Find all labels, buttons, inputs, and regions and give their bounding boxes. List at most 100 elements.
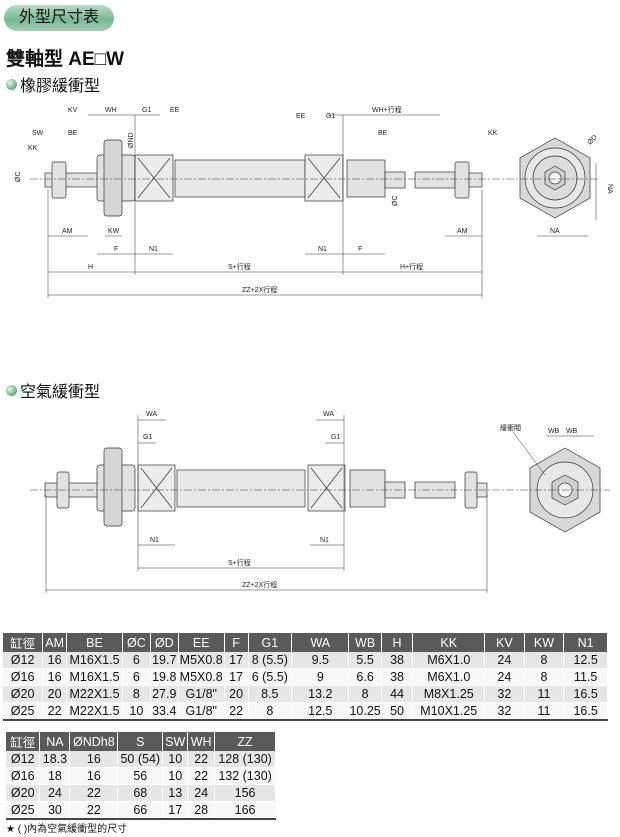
column-header: G1 [248, 633, 293, 652]
section-title: 空氣緩衝型 [20, 384, 101, 401]
dim-label: ØD [586, 134, 598, 146]
table-cell: M22X1.5 [66, 702, 123, 721]
table-cell: 10 [122, 702, 151, 721]
table-cell: 38 [381, 668, 414, 686]
table-cell: 11 [524, 685, 565, 703]
table-cell: 22 [187, 767, 216, 785]
dim-label: KV [68, 107, 78, 114]
table-cell: 38 [381, 652, 414, 669]
column-header: S [117, 732, 164, 751]
table-cell: 8 (5.5) [248, 652, 293, 669]
table-cell: 6 [122, 668, 151, 686]
table-cell: 16 [42, 668, 68, 686]
table-cell: M5X0.8 [178, 652, 225, 669]
table-cell: 6 (5.5) [248, 668, 293, 686]
dim-label: H+行程 [400, 262, 423, 271]
table-cell: 32 [484, 702, 525, 721]
dim-label: WB [548, 428, 560, 435]
table-cell: 5.5 [348, 652, 382, 669]
dim-label: F [114, 246, 118, 253]
table-cell: Ø12 [6, 751, 41, 768]
dim-label: ØND [128, 132, 135, 148]
column-header: AM [42, 633, 68, 652]
table-cell: 50 [381, 702, 414, 721]
drawing-air-cushion: WA G1 WA G1 N1 N1 S+行程 ZZ+2X行程 緩衝閥 WB WB [30, 411, 610, 593]
dim-label: ØC [15, 172, 22, 183]
table-cell: 20 [224, 685, 249, 703]
table-cell: Ø25 [6, 801, 41, 820]
table-cell: M5X0.8 [178, 668, 225, 686]
dim-label: WB [566, 428, 578, 435]
table-cell: M10X1.25 [412, 702, 486, 721]
section-rubber-cushion: 橡膠緩衝型 [6, 72, 100, 96]
table-cell: 10.25 [348, 702, 382, 721]
table-cell: 16 [42, 652, 68, 669]
table-cell: 66 [117, 801, 164, 820]
table-cell: M16X1.5 [66, 652, 123, 669]
table-cell: 16 [69, 767, 119, 785]
table-cell: 8 [524, 652, 565, 669]
dim-label: EE [170, 107, 180, 114]
table-cell: 11.5 [563, 668, 608, 686]
table-cell: 6.6 [348, 668, 382, 686]
section-title: 橡膠緩衝型 [20, 78, 101, 95]
dim-label: KK [488, 130, 498, 137]
table-cell: 9.5 [291, 652, 350, 669]
table-cell: 27.9 [150, 685, 179, 703]
table-cell: 24 [484, 652, 525, 669]
table-cell: Ø20 [3, 685, 44, 703]
table-cell: 22 [42, 702, 68, 721]
table-cell: 12.5 [563, 652, 608, 669]
dim-label: BE [378, 130, 388, 137]
dim-label: KK [28, 145, 38, 152]
dim-label: WA [146, 411, 157, 418]
dim-label: N1 [320, 537, 329, 544]
table-cell: 128 (130) [214, 751, 276, 768]
column-header: SW [162, 732, 189, 751]
cushion-valve-label: 緩衝閥 [500, 423, 521, 432]
table-cell: 166 [214, 801, 276, 820]
footnote: ★ ( )內為空氣緩衝型的尺寸 [6, 824, 128, 835]
drawing-rubber-cushion: KV WH G1 EE SW BE KK ØC ØND EE G1 WH+行程 … [15, 105, 613, 298]
table-cell: Ø25 [3, 702, 44, 721]
table-cell: 20 [42, 685, 68, 703]
column-header: NA [39, 732, 71, 751]
table-cell: 44 [381, 685, 414, 703]
dim-label: WH+行程 [372, 105, 402, 114]
dim-label: N1 [318, 246, 327, 253]
dim-label: G1 [326, 113, 335, 120]
table-cell: 22 [187, 751, 216, 768]
dim-label: S+行程 [228, 262, 251, 271]
table-cell: 16.5 [563, 702, 608, 721]
table-cell: 9 [291, 668, 350, 686]
dim-label: F [358, 246, 362, 253]
column-header: H [381, 633, 414, 652]
dim-label: G1 [142, 107, 151, 114]
table-cell: 10 [162, 767, 189, 785]
table-cell: 156 [214, 784, 276, 802]
table-cell: M6X1.0 [412, 652, 486, 669]
table-cell: Ø20 [6, 784, 41, 802]
table-cell: Ø12 [3, 652, 44, 669]
column-header: WH [187, 732, 216, 751]
table-cell: 32 [484, 685, 525, 703]
dim-label: KW [108, 228, 120, 235]
section-air-cushion: 空氣緩衝型 [6, 378, 100, 402]
table-cell: 22 [69, 801, 119, 820]
dim-label: SW [32, 130, 44, 137]
table-cell: 24 [39, 784, 71, 802]
table-cell: 50 (54) [117, 751, 164, 768]
table-cell: 22 [69, 784, 119, 802]
dim-label: AM [457, 228, 468, 235]
dim-label: WH [105, 107, 117, 114]
dim-label: EE [296, 113, 306, 120]
